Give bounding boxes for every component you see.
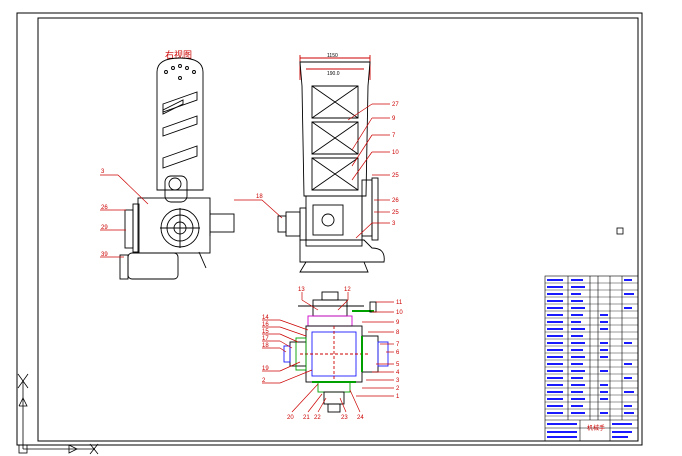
parts-list-entries bbox=[547, 279, 634, 438]
callout-3: 3 bbox=[392, 221, 396, 227]
callout-16: 16 bbox=[262, 322, 269, 328]
side-view-callouts bbox=[100, 174, 283, 258]
front-view-dimensions: 1150 190.0 bbox=[327, 53, 340, 77]
callout-21: 21 bbox=[303, 415, 310, 421]
callout-12: 12 bbox=[344, 287, 351, 293]
callout-20: 20 bbox=[287, 415, 294, 421]
callout-3: 3 bbox=[396, 378, 400, 384]
front-view-callouts bbox=[347, 103, 390, 239]
callout-26: 26 bbox=[392, 198, 399, 204]
title-block-name: 机械手 bbox=[587, 424, 605, 432]
callout-4: 4 bbox=[396, 370, 400, 376]
parts-list-table bbox=[544, 275, 639, 442]
callout-25a: 25 bbox=[392, 173, 399, 179]
front-view bbox=[277, 55, 385, 273]
callout-7: 7 bbox=[396, 342, 400, 348]
section-view-callouts bbox=[262, 292, 394, 413]
callout-2-left: 2 bbox=[262, 378, 266, 384]
dimension-overall-width: 1150 bbox=[327, 53, 338, 59]
callout-3: 3 bbox=[101, 169, 105, 175]
side-view-title: 右视图 bbox=[165, 49, 192, 60]
callout-25b: 25 bbox=[392, 210, 399, 216]
callout-6: 6 bbox=[396, 350, 400, 356]
section-view bbox=[283, 291, 389, 413]
callout-7: 7 bbox=[392, 133, 396, 139]
frame-marker bbox=[616, 227, 624, 235]
callout-8: 8 bbox=[396, 330, 400, 336]
callout-24: 24 bbox=[357, 415, 364, 421]
callout-22: 22 bbox=[314, 415, 321, 421]
callout-29: 29 bbox=[101, 225, 108, 231]
front-view-callout-labels: 27 9 7 10 25 26 25 3 bbox=[392, 102, 399, 227]
callout-1: 1 bbox=[396, 394, 400, 400]
callout-13: 13 bbox=[298, 287, 305, 293]
callout-9: 9 bbox=[396, 320, 400, 326]
drawing-border bbox=[16, 12, 643, 446]
callout-23: 23 bbox=[341, 415, 348, 421]
parts-list-rows bbox=[545, 282, 638, 417]
callout-11: 11 bbox=[396, 300, 403, 306]
ucs-axis-icon bbox=[17, 373, 99, 455]
callout-18: 18 bbox=[256, 194, 263, 200]
callout-14: 14 bbox=[262, 315, 269, 321]
dimension-inner-width: 190.0 bbox=[327, 71, 340, 77]
callout-2: 2 bbox=[396, 386, 400, 392]
callout-10: 10 bbox=[396, 310, 403, 316]
callout-27: 27 bbox=[392, 102, 399, 108]
callout-10: 10 bbox=[392, 150, 399, 156]
callout-15: 15 bbox=[262, 329, 269, 335]
side-view-callout-labels: 3 26 29 39 18 bbox=[101, 169, 263, 258]
side-view bbox=[119, 57, 235, 280]
callout-39: 39 bbox=[101, 252, 108, 258]
callout-9: 9 bbox=[392, 116, 396, 122]
callout-18: 18 bbox=[262, 343, 269, 349]
callout-26: 26 bbox=[101, 205, 108, 211]
section-view-callout-labels: 13 12 14 16 15 17 18 19 2 11 10 9 8 7 6 … bbox=[262, 287, 403, 421]
callout-17: 17 bbox=[262, 336, 269, 342]
callout-5: 5 bbox=[396, 362, 400, 368]
callout-19: 19 bbox=[262, 366, 269, 372]
